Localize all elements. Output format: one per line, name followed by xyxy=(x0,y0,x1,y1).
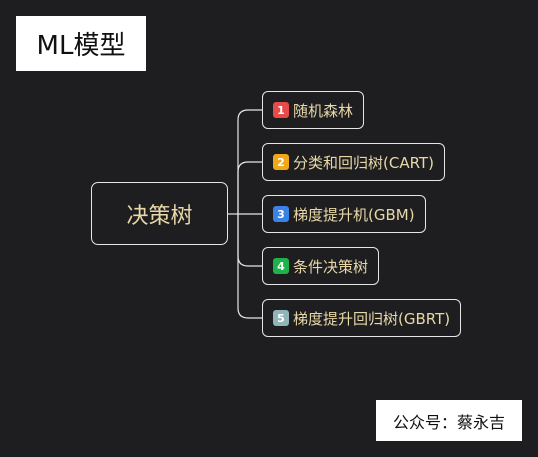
badge-2: 2 xyxy=(273,154,289,170)
child-node-4[interactable]: 4 条件决策树 xyxy=(262,247,380,285)
badge-4: 4 xyxy=(273,258,289,274)
root-node-label: 决策树 xyxy=(126,203,193,229)
badge-5: 5 xyxy=(273,310,289,326)
child-node-label: 梯度提升机(GBM) xyxy=(293,205,415,224)
child-node-3[interactable]: 3 梯度提升机(GBM) xyxy=(262,195,426,233)
child-node-label: 分类和回归树(CART) xyxy=(293,153,434,172)
page-title: ML模型 xyxy=(16,16,146,71)
branch-connector-2 xyxy=(237,161,262,214)
branch-connector-1 xyxy=(237,109,262,214)
root-node[interactable]: 决策树 xyxy=(91,182,228,245)
footer-credit: 公众号：蔡永吉 xyxy=(376,400,522,441)
child-node-1[interactable]: 1 随机森林 xyxy=(262,91,365,129)
child-node-2[interactable]: 2 分类和回归树(CART) xyxy=(262,143,445,181)
child-node-5[interactable]: 5 梯度提升回归树(GBRT) xyxy=(262,299,462,337)
badge-3: 3 xyxy=(273,206,289,222)
child-node-label: 梯度提升回归树(GBRT) xyxy=(293,309,451,328)
branch-connector-5 xyxy=(237,214,262,319)
badge-1: 1 xyxy=(273,102,289,118)
child-node-label: 条件决策树 xyxy=(293,257,369,276)
child-node-label: 随机森林 xyxy=(293,101,354,120)
branch-connector-4 xyxy=(237,214,262,267)
